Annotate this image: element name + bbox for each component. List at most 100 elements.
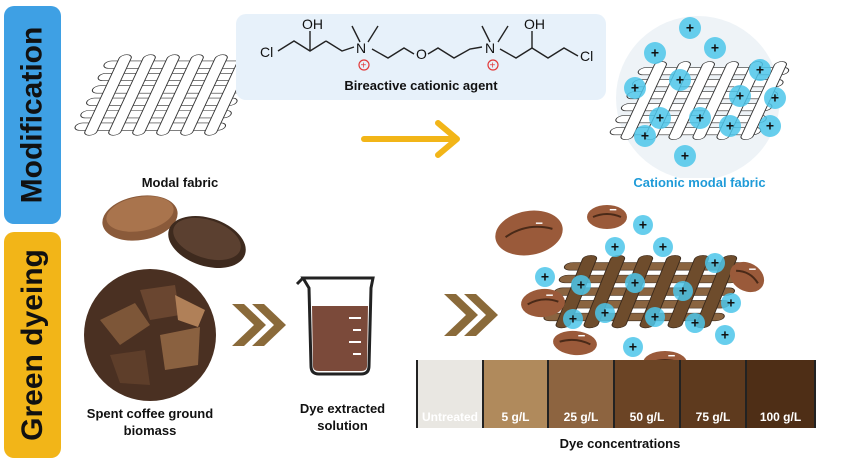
formula-box: [236, 14, 606, 100]
positive-charge-left-sign: +: [361, 61, 367, 72]
cation-bubble: [689, 107, 711, 129]
cation-bubble: [673, 281, 693, 301]
coffee-bean-icon: [553, 330, 597, 356]
swatch-label-5: 5 g/L: [501, 410, 530, 424]
cation-bubble: [759, 115, 781, 137]
coffee-ground-illustration: [84, 269, 216, 401]
cation-bubble: [623, 337, 643, 357]
cation-bubble: [764, 87, 786, 109]
cation-bubble: [645, 307, 665, 327]
cation-bubble: [749, 59, 771, 81]
beaker-icon: [295, 276, 375, 376]
cation-group: ++++++++++++++: [624, 17, 786, 167]
cation-bubble: [634, 125, 656, 147]
cation-bubble: [685, 313, 705, 333]
positive-charge-right-sign: +: [490, 61, 496, 72]
spent-coffee-label: Spent coffee ground biomass: [86, 406, 214, 438]
coffee-bean-icon: [587, 205, 627, 229]
dyed-fabric-illustration: −−−−−− +++++++++++++++: [495, 202, 765, 375]
chevron-right-icon-2: [444, 294, 498, 336]
coffee-bean-crease: [527, 298, 559, 306]
plus-icon: +: [711, 255, 719, 271]
plus-icon: +: [686, 20, 694, 36]
plus-icon: +: [629, 339, 637, 355]
swatch-label-75: 75 g/L: [695, 410, 731, 424]
swatch-label-100: 100 g/L: [759, 410, 802, 424]
green-dyeing-title: Green dyeing: [15, 249, 49, 441]
cation-bubble: [649, 107, 671, 129]
minus-icon: −: [546, 288, 554, 303]
plus-icon: +: [726, 118, 734, 134]
coffee-bean-icon: [495, 210, 563, 256]
modal-fabric-label: Modal fabric: [141, 175, 219, 190]
cation-bubble: [704, 37, 726, 59]
oh-right: OH: [524, 16, 545, 32]
cation-bubble: [715, 325, 735, 345]
cation-bubble: [624, 77, 646, 99]
positive-charge-right: [487, 59, 499, 71]
cation-bubble: [679, 17, 701, 39]
cation-bubble: [535, 267, 555, 287]
cationic-fabric-label: Cationic modal fabric: [633, 175, 766, 190]
cation-bubble: [644, 42, 666, 64]
cation-bubble: [595, 303, 615, 323]
chevron-right-icon-1: [232, 304, 286, 346]
cation-bubble: [605, 237, 625, 257]
swatch-label-50: 50 g/L: [629, 410, 665, 424]
dye-solution-label: Dye extracted solution: [299, 401, 386, 433]
plus-icon: +: [639, 217, 647, 233]
plus-icon: +: [541, 269, 549, 285]
plus-icon: +: [711, 40, 719, 56]
swatch-label-25: 25 g/L: [563, 410, 599, 424]
dye-concentrations-label: Dye concentrations: [559, 436, 681, 451]
cation-bubble: [705, 253, 725, 273]
cation-bubble: [719, 115, 741, 137]
plus-icon: +: [766, 118, 774, 134]
plus-icon: +: [651, 45, 659, 61]
process-arrow-icon: [361, 120, 460, 158]
cation-bubble: [669, 69, 691, 91]
plus-icon: +: [631, 80, 639, 96]
plus-icon: +: [601, 305, 609, 321]
cationic-agent-structure: Cl OH N + O N + OH Cl: [260, 16, 593, 72]
cl-left: Cl: [260, 44, 273, 60]
plus-icon: +: [696, 110, 704, 126]
plus-icon: +: [756, 62, 764, 78]
swatch-50: 50 g/L: [615, 360, 679, 428]
cl-right: Cl: [580, 48, 593, 64]
coffee-bean-crease: [736, 269, 759, 284]
plus-icon: +: [771, 90, 779, 106]
minus-icon: −: [578, 328, 586, 343]
n-left: N: [356, 40, 366, 56]
minus-icon: −: [609, 202, 617, 217]
plus-icon: +: [656, 110, 664, 126]
plus-icon: +: [577, 277, 585, 293]
swatch-untreated: Untreated: [418, 360, 482, 428]
minus-icon: −: [668, 348, 676, 363]
plus-icon: +: [651, 309, 659, 325]
cation-bubble: [653, 237, 673, 257]
coffee-bean-crease: [559, 338, 591, 346]
dyed-cation-group: +++++++++++++++: [535, 215, 741, 357]
cation-bubble: [633, 215, 653, 235]
cation-bubble: [674, 145, 696, 167]
modal-fabric-illustration: [74, 54, 255, 136]
plus-icon: +: [676, 72, 684, 88]
cation-bubble: [571, 275, 591, 295]
plus-icon: +: [679, 283, 687, 299]
coffee-bean-icon: [729, 261, 765, 293]
modification-tab: Modification: [4, 6, 61, 224]
coffee-pucks-illustration: [102, 195, 246, 268]
coffee-bean-crease: [592, 213, 622, 218]
coffee-bean-icon: [521, 288, 565, 318]
coffee-bean-crease: [504, 225, 553, 238]
cation-bubble: [729, 85, 751, 107]
plus-icon: +: [721, 327, 729, 343]
green-dyeing-tab: Green dyeing: [4, 232, 61, 458]
plus-icon: +: [611, 239, 619, 255]
swatch-75: 75 g/L: [681, 360, 745, 428]
swatch-100: 100 g/L: [747, 360, 814, 428]
plus-icon: +: [681, 148, 689, 164]
swatch-strip: Untreated 5 g/L 25 g/L 50 g/L 75 g/L 100…: [416, 360, 816, 428]
swatch-label-untreated: Untreated: [421, 410, 478, 424]
